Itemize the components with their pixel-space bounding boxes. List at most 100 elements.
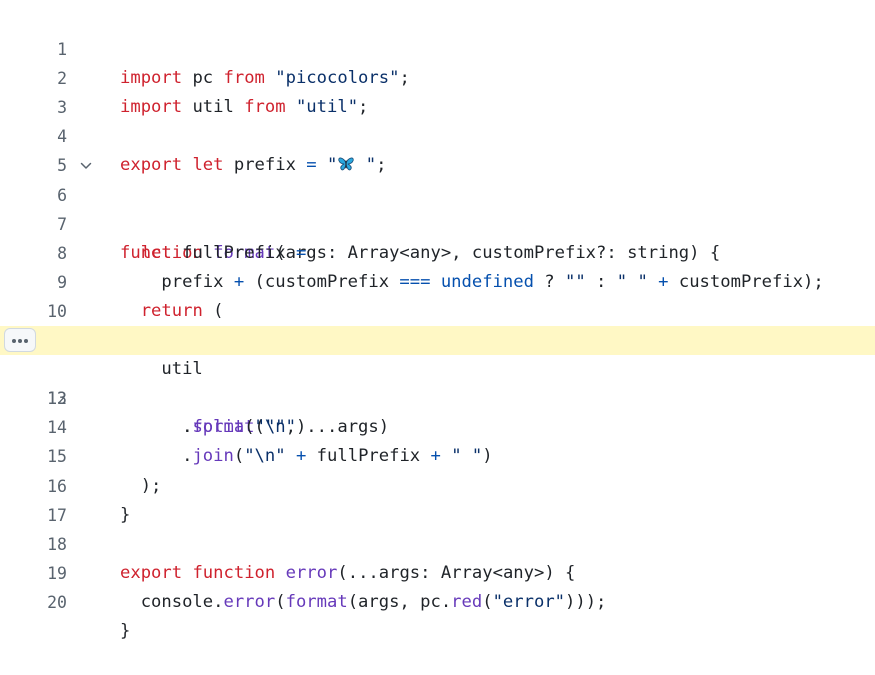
function-name: error: [285, 562, 338, 583]
line-number[interactable]: 12: [47, 389, 67, 409]
line-number[interactable]: 17: [47, 505, 67, 525]
punctuation: (: [275, 591, 286, 612]
operator: ===: [399, 271, 431, 292]
line-code: .join("\n" + fullPrefix + " "): [120, 442, 493, 471]
chevron-down-icon[interactable]: [80, 160, 92, 172]
params: (args: Array<any>, customPrefix?: string…: [275, 242, 721, 263]
punctuation: (: [202, 300, 224, 321]
string: "": [264, 417, 286, 438]
string: "error": [492, 591, 566, 612]
line-code: return (: [120, 297, 224, 326]
identifier: util: [182, 97, 245, 118]
identifier: pc: [182, 68, 224, 89]
line-number[interactable]: 7: [57, 214, 67, 234]
line-number[interactable]: 4: [57, 127, 67, 147]
punctuation: :: [585, 271, 617, 292]
keyword: export: [120, 562, 183, 583]
punctuation: (: [233, 446, 245, 467]
line-number[interactable]: 15: [47, 447, 67, 467]
spread: ...: [306, 417, 338, 438]
line-code: .format("", ...args): [120, 413, 389, 442]
function-name: format: [213, 242, 276, 263]
punctuation: )));: [565, 591, 607, 612]
line-number[interactable]: 20: [47, 592, 67, 612]
code-line-18: 18 export function error(...args: Array<…: [0, 501, 875, 583]
line-code: export function error(...args: Array<any…: [120, 559, 575, 588]
punctuation: }: [120, 504, 131, 525]
keyword: let: [192, 155, 224, 176]
dot: [18, 339, 22, 344]
string: "\n": [244, 446, 286, 467]
code-line-14: 14 .join("\n" + fullPrefix + " "): [0, 384, 875, 466]
string: "picocolors": [275, 68, 400, 89]
punctuation: (: [337, 562, 348, 583]
kebab-horizontal-icon[interactable]: [4, 328, 36, 353]
code-line-20: 20 }: [0, 559, 875, 641]
keyword: function: [192, 562, 276, 583]
line-number[interactable]: 8: [57, 243, 67, 263]
line-code: }: [120, 617, 130, 646]
code-line-3: 3: [0, 64, 875, 117]
line-number[interactable]: 19: [47, 563, 67, 583]
punctuation: );: [120, 475, 162, 496]
code-line-6: 6 function format(args: Array<any>, cust…: [0, 151, 875, 263]
line-number[interactable]: 10: [47, 301, 67, 321]
line-number[interactable]: 3: [57, 98, 67, 118]
keyword: export: [120, 155, 183, 176]
line-code: util: [120, 355, 203, 384]
identifier: prefix: [223, 155, 307, 176]
punctuation: .: [120, 417, 193, 438]
line-code: let fullPrefix =: [120, 239, 307, 268]
operator: +: [658, 271, 669, 292]
string: " ": [451, 446, 483, 467]
punctuation: ;: [358, 97, 369, 118]
identifier: (args, pc.: [347, 591, 452, 612]
code-line-19: 19 console.error(format(args, pc.red("er…: [0, 530, 875, 612]
line-code: export let prefix = " ";: [120, 151, 386, 180]
line-code: }: [120, 501, 130, 530]
line-number[interactable]: 5: [57, 156, 67, 176]
line-number[interactable]: 9: [57, 272, 67, 292]
keyword: import: [120, 97, 183, 118]
identifier: (customPrefix: [244, 271, 400, 292]
line-code: import util from "util";: [120, 93, 368, 122]
punctuation: ): [482, 446, 493, 467]
code-line-11: 11 util: [0, 297, 875, 379]
line-number[interactable]: 14: [47, 418, 67, 438]
punctuation: .: [120, 446, 193, 467]
line-number[interactable]: 16: [47, 476, 67, 496]
code-line-8: 8 prefix + (customPrefix === undefined ?…: [0, 210, 875, 292]
punctuation: (: [244, 417, 255, 438]
butterfly-emoji: [338, 158, 355, 171]
punctuation: (: [254, 417, 265, 438]
code-line-5: 5: [0, 122, 875, 175]
function-name: format: [285, 591, 348, 612]
code-line-4: 4 export let prefix = " ";: [0, 93, 875, 175]
keyword: return: [140, 300, 203, 321]
punctuation: ?: [533, 271, 565, 292]
code-line-9: 9 return (: [0, 239, 875, 321]
string: "util": [295, 97, 359, 118]
code-line-12: 12 .format("", ...args): [0, 326, 875, 437]
constant: undefined: [440, 271, 534, 292]
line-number[interactable]: 1: [57, 40, 67, 60]
dot: [12, 339, 16, 344]
keyword: import: [120, 68, 183, 89]
code-line-17: 17: [0, 472, 875, 525]
line-number[interactable]: 13: [47, 389, 67, 409]
line-code: .split("\n"): [120, 413, 306, 442]
keyword: from: [244, 97, 286, 118]
function-name: red: [451, 591, 483, 612]
line-number[interactable]: 18: [47, 534, 67, 554]
line-number[interactable]: 6: [57, 185, 67, 205]
code-line-2: 2 import util from "util";: [0, 35, 875, 117]
punctuation: ): [295, 417, 307, 438]
identifier: util: [120, 359, 203, 380]
code-line-10: 10 fullPrefix +: [0, 268, 875, 350]
operator: +: [295, 446, 307, 467]
code-view: 1 import pc from "picocolors"; 2 import …: [0, 6, 875, 641]
punctuation: ;: [376, 155, 387, 176]
line-number[interactable]: 2: [57, 69, 67, 89]
operator: =: [306, 155, 317, 176]
keyword: from: [223, 68, 265, 89]
